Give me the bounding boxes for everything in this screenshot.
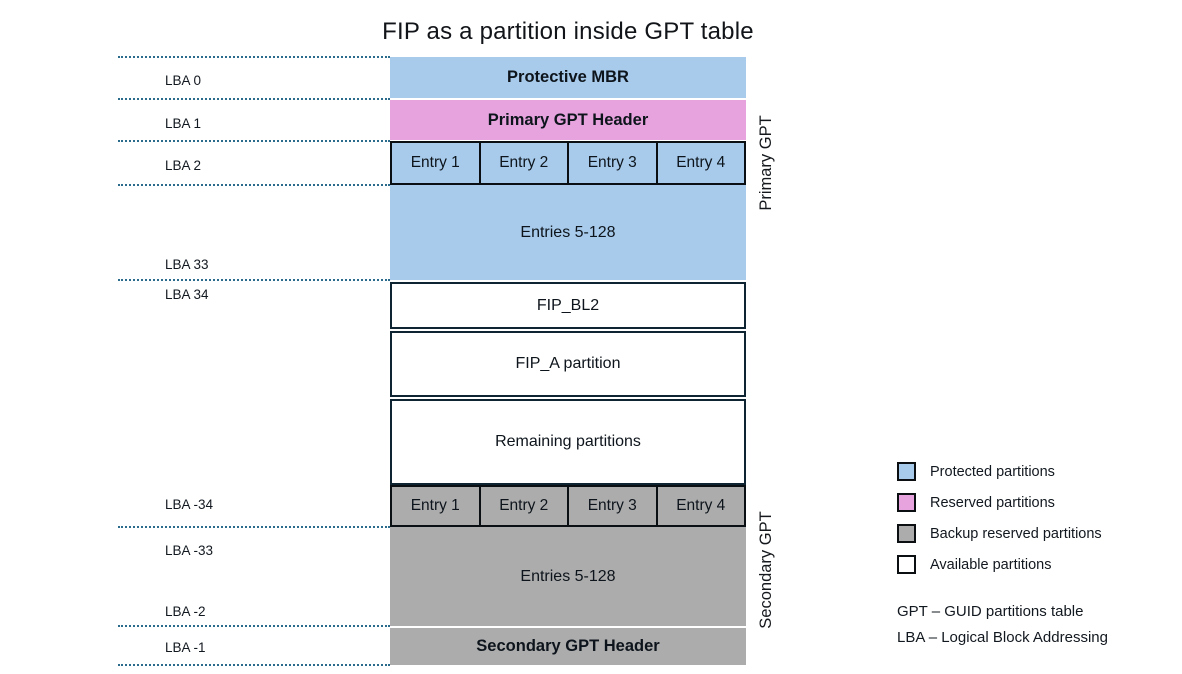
lba-separator-line — [118, 625, 390, 627]
entry-cell-1: Entry 1 — [392, 143, 481, 183]
lba-label-n1: LBA -1 — [165, 640, 206, 655]
abbreviation-lba: LBA – Logical Block Addressing — [897, 629, 1108, 646]
legend-swatch-available — [897, 555, 916, 574]
lba-label-0: LBA 0 — [165, 73, 202, 88]
legend-item-available: Available partitions — [897, 555, 1102, 574]
block-remaining-partitions: Remaining partitions — [390, 399, 746, 485]
lba-separator-line — [118, 56, 390, 58]
lba-separator-line — [118, 526, 390, 528]
lba-label-n2: LBA -2 — [165, 604, 206, 619]
legend-label: Backup reserved partitions — [930, 525, 1102, 542]
diagram-title: FIP as a partition inside GPT table — [382, 18, 754, 45]
entry-cell-4: Entry 4 — [657, 487, 744, 525]
legend-label: Available partitions — [930, 556, 1052, 573]
lba-label-n34: LBA -34 — [165, 497, 214, 512]
block-primary-gpt-header: Primary GPT Header — [390, 100, 746, 140]
lba-separator-line — [118, 279, 390, 281]
block-primary-entries: Entries 5-128 — [390, 185, 746, 280]
lba-label-1: LBA 1 — [165, 116, 202, 131]
entry-cell-2: Entry 2 — [480, 143, 569, 183]
legend-label: Protected partitions — [930, 463, 1055, 480]
secondary-gpt-side-label: Secondary GPT — [757, 511, 775, 629]
lba-label-34: LBA 34 — [165, 287, 209, 302]
lba-separator-line — [118, 664, 390, 666]
legend-swatch-reserved — [897, 493, 916, 512]
lba-separator-line — [118, 98, 390, 100]
lba-separator-line — [118, 184, 390, 186]
abbreviation-gpt: GPT – GUID partitions table — [897, 603, 1084, 620]
entry-cell-1: Entry 1 — [392, 487, 481, 525]
lba-label-33: LBA 33 — [165, 257, 209, 272]
lba-label-2: LBA 2 — [165, 158, 202, 173]
block-secondary-gpt-header: Secondary GPT Header — [390, 628, 746, 665]
legend-swatch-backup — [897, 524, 916, 543]
block-fip-a-partition: FIP_A partition — [390, 331, 746, 397]
legend-item-protected: Protected partitions — [897, 462, 1102, 481]
legend: Protected partitions Reserved partitions… — [897, 462, 1102, 574]
lba-separator-line — [118, 140, 390, 142]
entry-cell-2: Entry 2 — [480, 487, 569, 525]
lba-label-n33: LBA -33 — [165, 543, 214, 558]
block-secondary-entries: Entries 5-128 — [390, 527, 746, 626]
legend-item-backup: Backup reserved partitions — [897, 524, 1102, 543]
block-fip-bl2: FIP_BL2 — [390, 282, 746, 329]
legend-item-reserved: Reserved partitions — [897, 493, 1102, 512]
primary-gpt-side-label: Primary GPT — [757, 115, 775, 211]
entry-cell-4: Entry 4 — [657, 143, 744, 183]
legend-swatch-protected — [897, 462, 916, 481]
entry-cell-3: Entry 3 — [569, 487, 658, 525]
primary-entry-row: Entry 1 Entry 2 Entry 3 Entry 4 — [390, 141, 746, 185]
secondary-entry-row: Entry 1 Entry 2 Entry 3 Entry 4 — [390, 485, 746, 527]
block-protective-mbr: Protective MBR — [390, 57, 746, 98]
legend-label: Reserved partitions — [930, 494, 1055, 511]
entry-cell-3: Entry 3 — [569, 143, 658, 183]
